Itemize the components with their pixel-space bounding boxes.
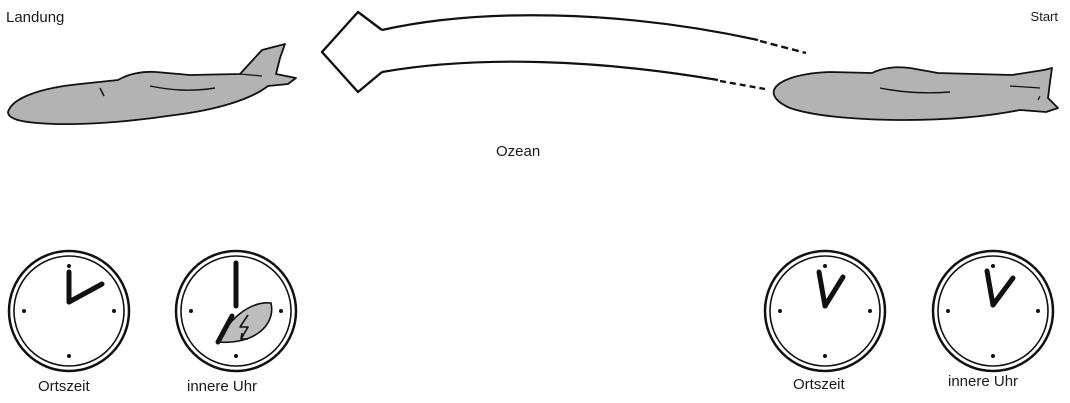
- clock-start-local-time: [763, 249, 887, 373]
- arrow-head: [320, 10, 383, 94]
- landing-label: Landung: [6, 9, 65, 26]
- body-clock-label-start: innere Uhr: [948, 373, 1019, 390]
- arrow-lower-line: [381, 60, 719, 82]
- ocean-label: Ozean: [496, 143, 541, 160]
- hour-hand: [990, 275, 1016, 308]
- lightning-icon: [239, 314, 249, 340]
- local-time-label-landing: Ortszeit: [38, 378, 90, 395]
- clock-start-body-clock: [931, 249, 1055, 373]
- clock-landing-local-time: [7, 249, 131, 373]
- body-clock-label-landing: innere Uhr: [187, 378, 258, 395]
- plane-start: [772, 66, 1059, 121]
- flight-arrow: [320, 10, 807, 94]
- start-label: Start: [1030, 9, 1058, 24]
- arrow-upper-dashed-tail: [759, 39, 807, 55]
- arrow-lower-dashed-tail: [719, 79, 766, 91]
- clock-landing-body-clock: [174, 249, 298, 373]
- plane-landing: [7, 43, 297, 126]
- local-time-label-start: Ortszeit: [793, 376, 845, 393]
- hour-hand: [66, 281, 105, 305]
- hour-hand: [822, 274, 846, 309]
- hour-hand: [215, 313, 235, 345]
- minute-hand: [984, 268, 996, 308]
- arrow-upper-line: [381, 14, 759, 42]
- minute-hand: [816, 269, 828, 309]
